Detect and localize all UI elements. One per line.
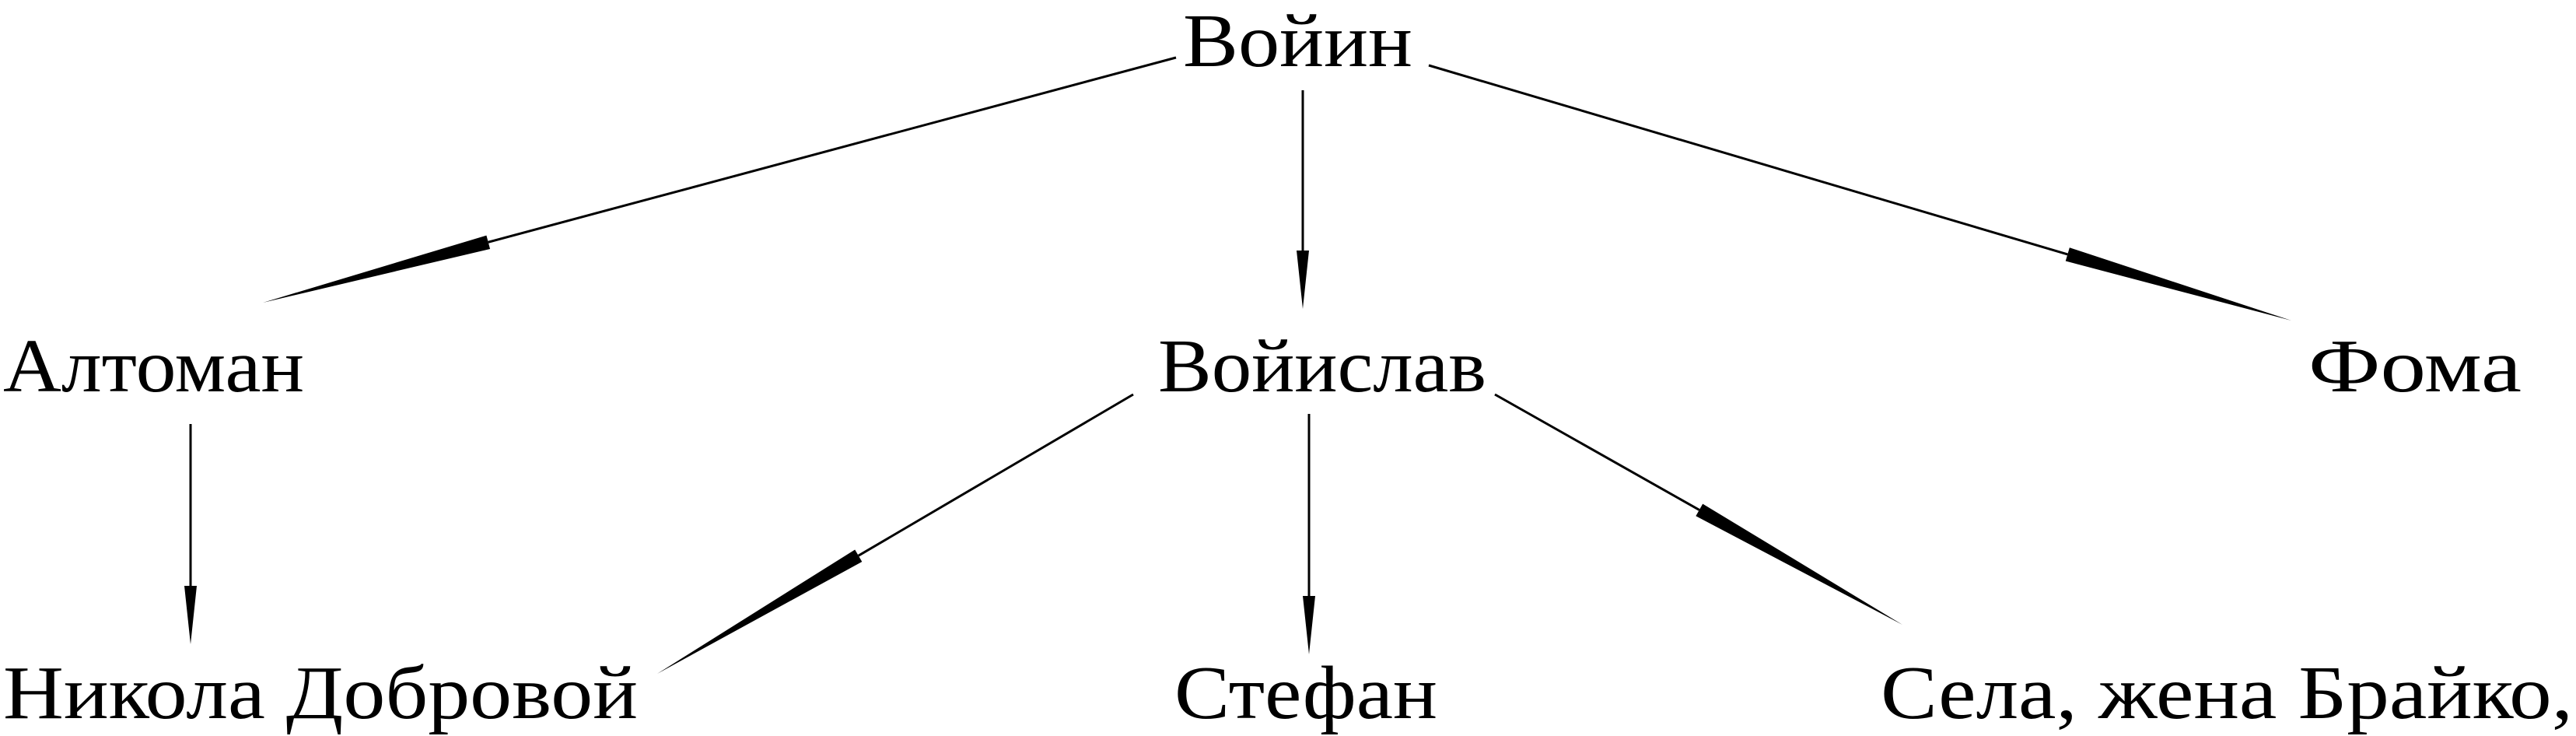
edge-line-voin-altoman: [488, 56, 1177, 244]
arrowhead-icon: [184, 586, 197, 644]
node-voislav: Войислав: [1158, 324, 1486, 408]
arrowhead-icon: [1696, 503, 1902, 625]
edges: [184, 56, 2291, 674]
arrowhead-icon: [657, 549, 863, 674]
edge-line-voislav-nikola: [858, 393, 1134, 557]
node-stefan: Стефан: [1174, 651, 1437, 735]
arrowhead-icon: [1297, 251, 1309, 309]
arrowhead-icon: [263, 235, 491, 303]
arrowhead-icon: [1303, 596, 1315, 654]
node-sela: Села, жена Брайко,: [1881, 651, 2573, 735]
node-altoman: Алтоман: [3, 324, 304, 408]
arrowhead-icon: [2065, 247, 2291, 321]
node-nikola: Никола Добровой: [3, 651, 638, 735]
node-voin: Войин: [1183, 0, 1412, 83]
edge-line-voislav-sela: [1494, 393, 1700, 511]
edge-line-voin-foma: [1428, 64, 2068, 256]
node-foma: Фома: [2308, 324, 2522, 408]
